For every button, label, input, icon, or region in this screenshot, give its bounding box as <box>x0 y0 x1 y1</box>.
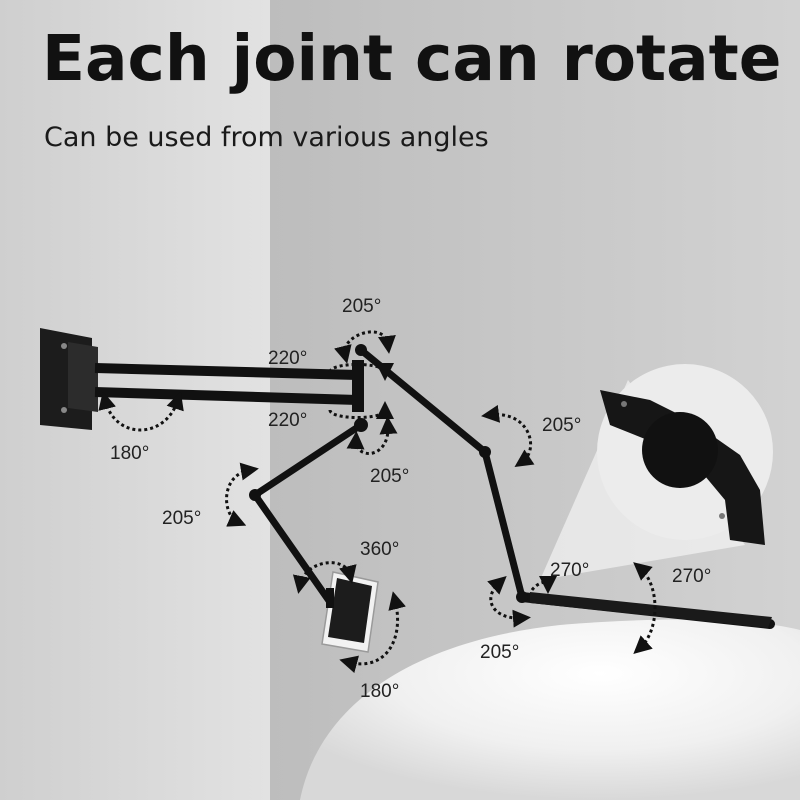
lit-floor <box>300 619 800 800</box>
angle-lamp-head: 270° <box>672 566 712 587</box>
angle-lamp-joint: 270° <box>550 560 590 581</box>
angle-elbow-left: 205° <box>370 466 410 487</box>
angle-elbow-right: 205° <box>542 415 582 436</box>
angle-tablet-tilt: 180° <box>360 681 400 702</box>
angle-mid-arm-left: 205° <box>162 508 202 529</box>
angle-lamp-base: 205° <box>480 642 520 663</box>
angle-tablet-rotate: 360° <box>360 539 400 560</box>
detail-magnifier <box>597 364 773 545</box>
angle-wall-mount: 180° <box>110 443 150 464</box>
wall-mount <box>40 328 98 430</box>
page-title: Each joint can rotate <box>42 22 782 95</box>
page-subtitle: Can be used from various angles <box>44 122 489 153</box>
angle-upper-swivel: 220° <box>268 348 308 369</box>
angle-top-joint: 205° <box>342 296 382 317</box>
rotation-arrows <box>98 330 657 674</box>
angle-lower-swivel: 220° <box>268 410 308 431</box>
